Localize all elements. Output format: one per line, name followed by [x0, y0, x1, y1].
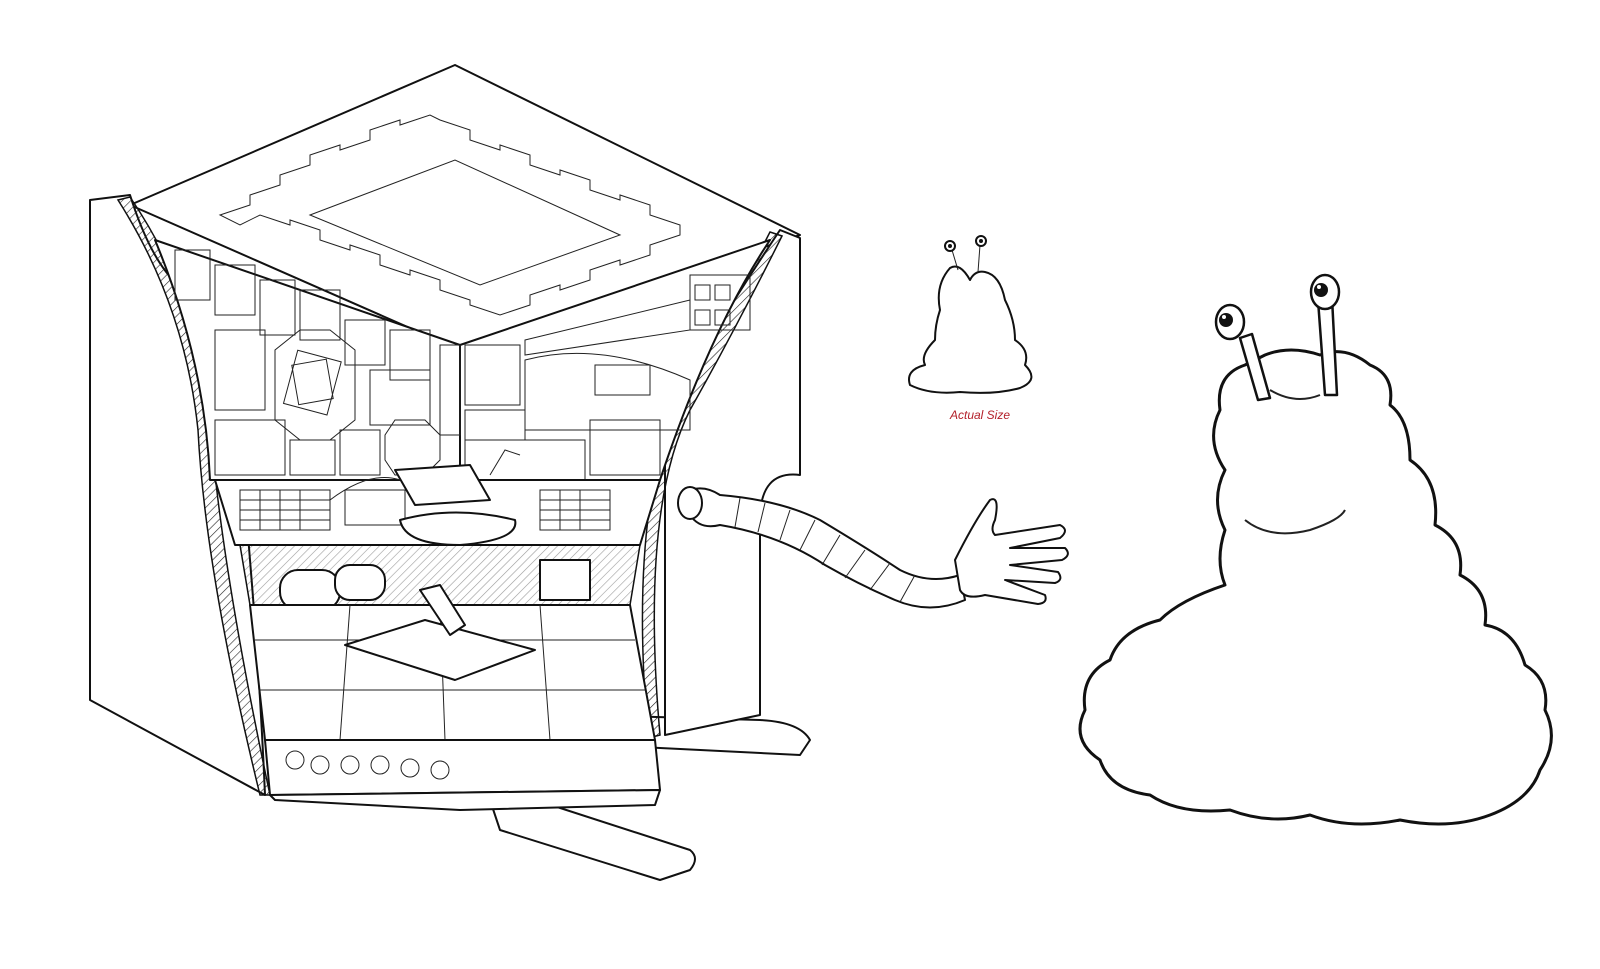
small-slug: [908, 235, 1033, 394]
chair-leg: [419, 584, 466, 636]
cube-top-face: [129, 64, 801, 351]
pilot-seat: [399, 511, 517, 546]
chair-base: [344, 619, 536, 681]
cube-ship: [89, 64, 811, 881]
cube-bottom-plate: [269, 789, 661, 811]
robot-arm: [677, 486, 1069, 609]
wall-panels-right: [464, 274, 751, 481]
rollers: [285, 750, 450, 780]
lower-bay: [264, 739, 661, 796]
large-slug: [1078, 273, 1553, 826]
engine-cylinders: [279, 559, 591, 611]
arm-socket: [677, 486, 703, 520]
top-panel-inner: [308, 159, 622, 286]
robot-hand: [954, 498, 1069, 605]
top-panel-outline: [218, 114, 681, 316]
seat-screen: [394, 464, 491, 506]
control-arm: [329, 449, 521, 501]
actual-size-caption: Actual Size: [949, 408, 1011, 422]
console-grid: [239, 489, 611, 531]
interior-back-wall-right: [459, 239, 771, 481]
